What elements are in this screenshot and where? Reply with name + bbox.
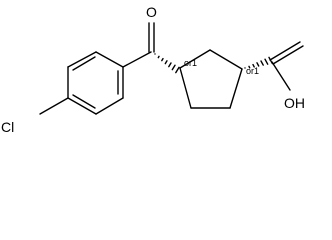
ring-bond [67, 51, 97, 68]
chlorine-atom-label: Cl [1, 119, 14, 135]
hydroxyl-label: OH [284, 95, 305, 111]
chlorophenyl-ring [67, 51, 124, 115]
stereo-label-ketone-carbon: or1 [184, 58, 197, 68]
chloro-bond [39, 97, 69, 115]
hashed-wedge-bond [244, 56, 273, 69]
aryl-carbonyl-bond [122, 51, 152, 68]
chemical-structure: Cl O or1 or1 OH [1, 4, 305, 135]
ring-bond [209, 49, 243, 70]
ring-bond [179, 67, 192, 109]
aromatic-double-bond [72, 94, 96, 109]
acid-carbonyl-double-bond [272, 45, 304, 65]
ring-bond [95, 51, 124, 68]
hashed-wedge-bond [154, 53, 180, 74]
ring-bond [179, 49, 211, 69]
aromatic-double-bond [72, 56, 96, 71]
ring-bond [67, 97, 97, 115]
cyclopentane-ring [179, 49, 243, 109]
ring-bond [229, 68, 243, 109]
stereo-label-acid-carbon: or1 [246, 66, 259, 76]
ring-bond [95, 97, 124, 115]
acid-hydroxyl-bond [271, 61, 291, 91]
acid-carbonyl-double-bond [269, 41, 301, 61]
carbonyl-oxygen-label: O [146, 4, 157, 20]
